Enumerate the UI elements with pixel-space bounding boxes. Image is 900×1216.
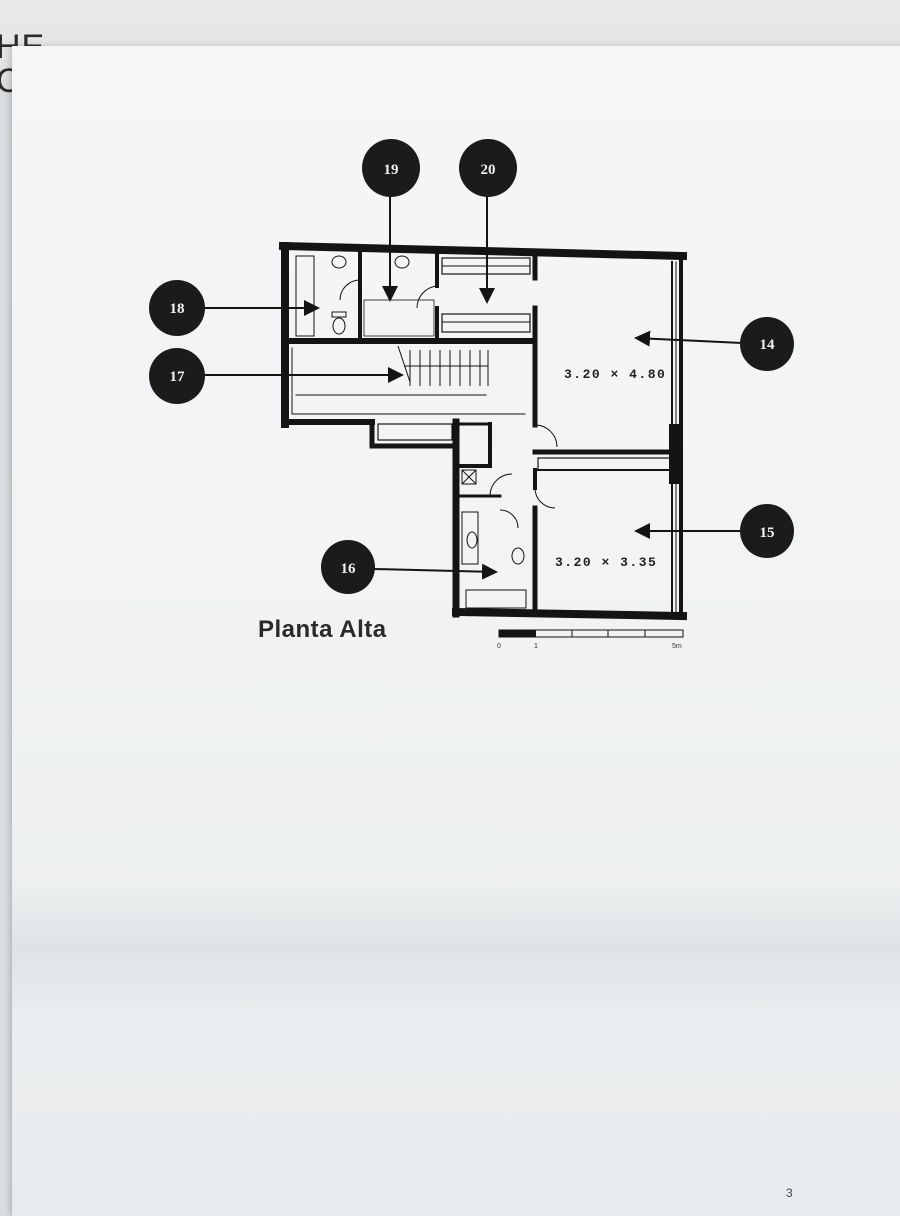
walls (278, 241, 688, 621)
plan-title: Planta Alta (258, 616, 387, 643)
marker-19: 19 (362, 139, 420, 197)
door-swings (339, 279, 558, 529)
svg-text:18: 18 (170, 301, 185, 317)
marker-20: 20 (459, 139, 517, 197)
paper-sheet (12, 46, 900, 1216)
marker-14: 14 (740, 317, 794, 371)
closet-fixtures (377, 257, 671, 471)
svg-text:17: 17 (170, 369, 186, 385)
staircase (397, 345, 489, 386)
scale-label-start: 0 (497, 643, 501, 650)
scale-label-end: 5m (672, 643, 682, 650)
svg-text:14: 14 (760, 337, 776, 353)
marker-15: 15 (740, 504, 794, 558)
svg-text:19: 19 (384, 162, 399, 178)
arrow-14 (634, 330, 743, 347)
arrow-16 (373, 563, 498, 580)
room-14-dimensions: 3.20 × 4.80 (564, 367, 666, 382)
svg-text:16: 16 (341, 561, 357, 577)
leader-arrows (204, 196, 743, 580)
scale-bar: 0 1 5m (497, 629, 684, 650)
bath-fixtures (295, 255, 527, 609)
page-number: 3 (786, 1186, 793, 1200)
svg-text:20: 20 (481, 162, 496, 178)
room-15-dimensions: 3.20 × 3.35 (555, 555, 657, 570)
scale-label-mid: 1 (534, 643, 538, 650)
marker-17: 17 (149, 348, 205, 404)
svg-text:15: 15 (760, 525, 775, 541)
marker-16: 16 (321, 540, 375, 594)
marker-18: 18 (149, 280, 205, 336)
